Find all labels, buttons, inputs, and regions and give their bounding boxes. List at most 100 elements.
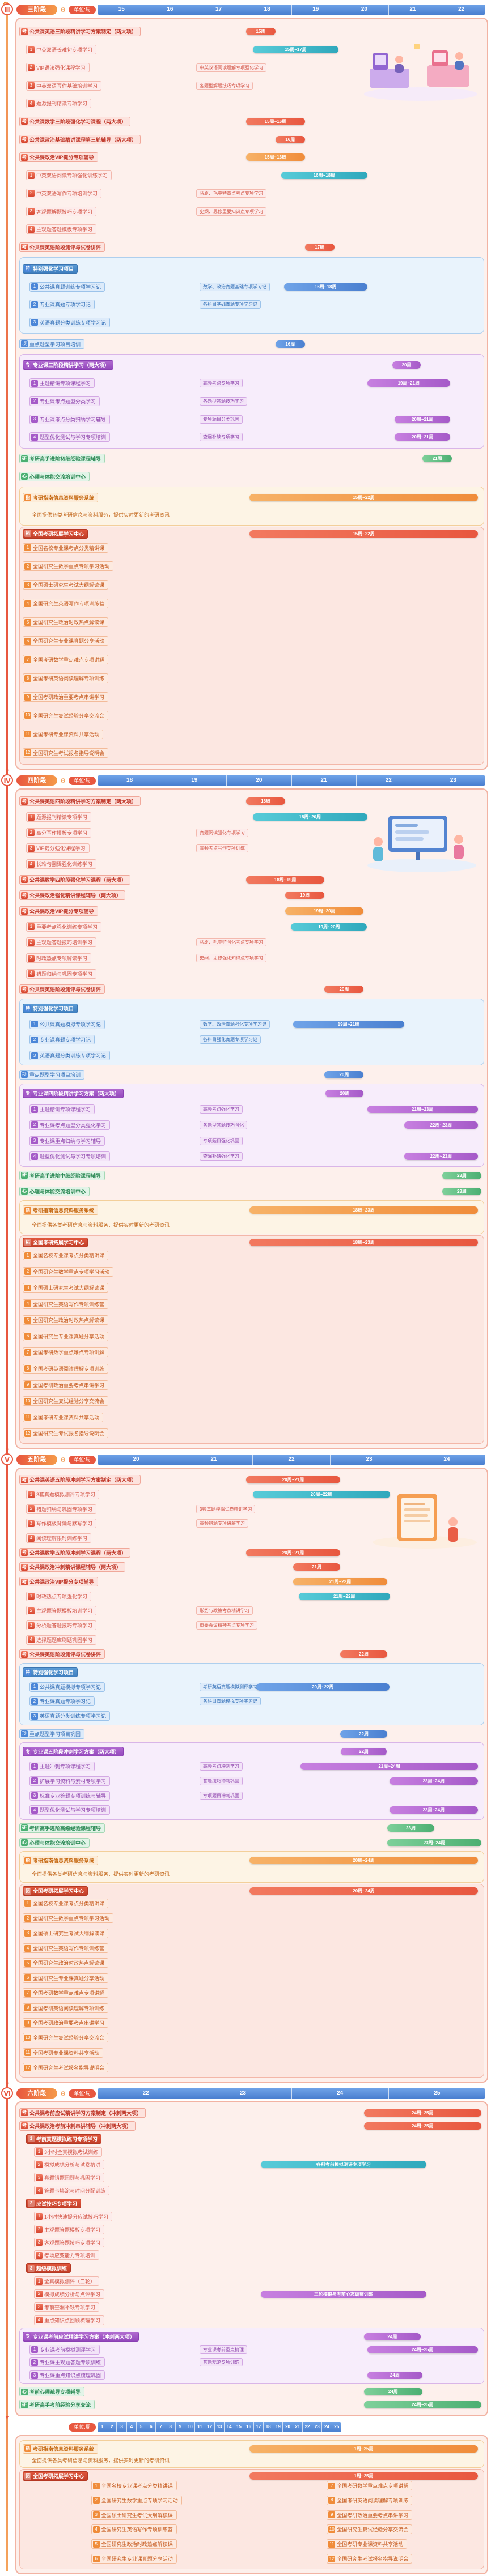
label-text: 全国考研拓展学习中心 xyxy=(33,531,84,537)
bullet-icon: 1 xyxy=(31,2346,38,2353)
week-cell: 6 xyxy=(146,2422,156,2432)
timeline-bar: 21周~22周 xyxy=(298,1592,390,1600)
stage-title: 三阶段 xyxy=(16,5,57,15)
timeline-rail xyxy=(6,5,8,2571)
timeline-bar: 16周~18周 xyxy=(281,172,367,180)
timeline-area: 21周 xyxy=(246,454,481,463)
bullet-icon: 考 xyxy=(21,118,28,125)
group-header-row: 专专业课四阶段精讲学习方案（两大项）20周 xyxy=(23,1089,481,1099)
bullet-icon: 2 xyxy=(31,1121,38,1129)
group-note: 全面提供各类考研信息与资料服务，提供实时更新的考研资讯 xyxy=(32,2457,170,2463)
bullet-icon: 1 xyxy=(28,2135,35,2143)
bullet-icon: 3 xyxy=(31,319,38,326)
rail-arrow-icon: ▼ xyxy=(5,2081,10,2087)
label-text: 题型优化测试与学习专项培训 xyxy=(40,434,107,441)
timeline-area: 24周 xyxy=(256,2371,478,2379)
timeline-area: 20周~24周 xyxy=(249,1856,478,1865)
label-text: 时政热点专项解读学习 xyxy=(36,956,88,962)
bullet-icon: 考 xyxy=(21,1549,28,1556)
label-text: 真题错题回顾与巩固学习 xyxy=(44,2175,101,2181)
item-number: 2 xyxy=(24,562,31,570)
label-text: 全国硕士研究生考试大纲解读课 xyxy=(33,1285,105,1291)
timeline-area xyxy=(253,63,481,72)
label-text: 专业课重点归纳与学习辅导 xyxy=(40,1138,101,1144)
timeline-area: 1周~25周 xyxy=(249,2472,478,2480)
item-number: 8 xyxy=(24,2004,31,2012)
timeline-area xyxy=(253,954,481,962)
timeline-area: 21周 xyxy=(246,1563,481,1571)
label-text: 专业课考前应试精讲学习方案（冲刺两大项） xyxy=(33,2334,136,2340)
timeline-area: 23周 xyxy=(246,1187,481,1196)
label-text: 公共课真题模拟专项学习记 xyxy=(40,1684,101,1690)
label-text: 全国考研政治重要考点串讲学习 xyxy=(33,2020,105,2027)
bullet-icon: 1 xyxy=(31,1106,38,1113)
bullet-icon: 1 xyxy=(36,2278,43,2285)
secondary-label: 真题阅读强化专项学习 xyxy=(196,828,248,837)
timeline-area xyxy=(256,1697,478,1705)
label-text: 重点题型学习项目巩固 xyxy=(29,1731,81,1737)
label-text: 中英双语写作基础培训学习 xyxy=(36,83,98,89)
item-number: 12 xyxy=(328,2555,336,2562)
item-number: 5 xyxy=(24,1959,31,1967)
task-label: 心心理与体能交流培训中心 xyxy=(19,1837,90,1848)
label-text: 专业课五阶段冲刺学习方案（两大项） xyxy=(33,1749,120,1755)
item-number: 12 xyxy=(24,1430,31,1437)
label-text: 公共课政治强化精讲课程辅导（两大项） xyxy=(29,893,122,899)
task-row: 考公共课英语五阶段冲刺学习方案制定（两大项）20周~21周 xyxy=(19,1475,484,1485)
group-header-label: 特特别强化学习项目 xyxy=(23,1004,78,1014)
item-number: 10 xyxy=(24,712,31,719)
timeline-bar: 20周~24周 xyxy=(249,1857,478,1865)
timeline-bar: 17周 xyxy=(304,243,335,251)
label-text: 全国研究生数学重点专项学习活动 xyxy=(101,2497,178,2504)
label-text: 超级模拟训练 xyxy=(36,2266,67,2272)
timeline-area xyxy=(256,1051,478,1060)
secondary-label: 高频错题专项讲解学习 xyxy=(196,1519,248,1528)
secondary-label: 各科目基础真题专项学习记 xyxy=(200,300,261,309)
week-cell: 15 xyxy=(234,2422,244,2432)
timeline-bar: 各科考前模拟测评专项学习 xyxy=(261,2161,426,2169)
task-label: 考公共课英语阶段测评与试卷讲评 xyxy=(19,984,105,995)
timeline-area xyxy=(253,2135,481,2143)
task-label: 考公共课英语阶段测评与试卷讲评 xyxy=(19,1649,105,1660)
timeline-bar: 20周~21周 xyxy=(395,415,451,423)
bullet-icon: 4 xyxy=(31,1153,38,1160)
timeline-bar: 19周 xyxy=(285,892,325,899)
label-text: 公共课政治VIP提分专项辅导 xyxy=(29,909,94,915)
week-cell: 20 xyxy=(340,5,389,15)
timeline-area xyxy=(261,2303,481,2311)
bullet-icon: 3 xyxy=(36,2239,43,2246)
item-number: 6 xyxy=(24,1333,31,1340)
